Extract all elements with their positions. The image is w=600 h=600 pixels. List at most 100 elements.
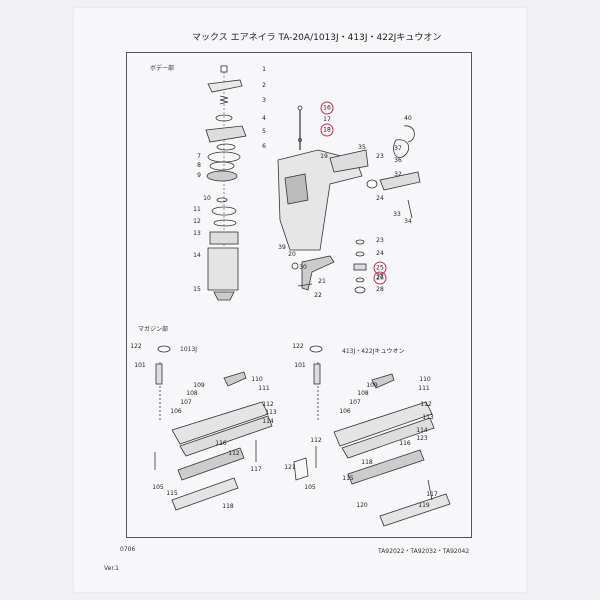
part-number-label: 15 <box>193 286 201 293</box>
part-number-label: 11 <box>193 206 201 213</box>
part-number-label: 120 <box>356 502 368 509</box>
right-magazine-label: 413J・422Jキュウオン <box>342 348 405 355</box>
part-number-label: 12 <box>193 218 201 225</box>
part-number-label: 118 <box>361 459 373 466</box>
part-number-label: 107 <box>180 399 192 406</box>
part-number-label: 16 <box>320 101 334 115</box>
part-number-label: 101 <box>134 362 146 369</box>
part-number-label: 105 <box>304 484 316 491</box>
page-code: 0706 <box>120 546 136 553</box>
part-number-label: 21 <box>318 278 326 285</box>
part-number-label: 40 <box>404 115 412 122</box>
part-number-label: 109 <box>193 382 205 389</box>
part-number-label: 27 <box>376 274 384 281</box>
left-magazine-label: 1013J <box>180 346 198 353</box>
o-ring-part-2 <box>211 206 237 216</box>
part-number-label: 14 <box>193 252 201 259</box>
part-number-label: 110 <box>419 376 431 383</box>
part-number-label: 105 <box>152 484 164 491</box>
part-number-label: 33 <box>393 211 401 218</box>
part-number-label: 34 <box>404 218 412 225</box>
part-number-label: 112 <box>228 450 240 457</box>
part-number-label: 24 <box>376 250 384 257</box>
part-number-label: 123 <box>416 435 428 442</box>
part-number-label: 108 <box>186 390 198 397</box>
right-magazine-drawing <box>293 345 451 527</box>
part-number-label: 119 <box>418 502 430 509</box>
washer-part <box>215 114 233 122</box>
cylinder-part <box>207 247 239 291</box>
part-number-label: 107 <box>349 399 361 406</box>
part-number-label: 108 <box>357 390 369 397</box>
part-number-label: 17 <box>323 116 331 123</box>
part-number-label: 5 <box>262 128 266 135</box>
screw-part <box>220 65 228 73</box>
part-number-label: 112 <box>420 401 432 408</box>
left-magazine-drawing <box>154 345 273 511</box>
part-number-label: 23 <box>376 153 384 160</box>
part-number-label: 112 <box>310 437 322 444</box>
version-label: Ver.1 <box>104 565 119 572</box>
o-ring-part <box>216 143 236 151</box>
part-number-label: 7 <box>197 153 201 160</box>
part-codes: TA92022・TA92032・TA92042 <box>378 548 470 555</box>
part-number-label: 26 <box>373 271 387 285</box>
part-number-label: 28 <box>376 286 384 293</box>
bumper-part <box>213 291 235 301</box>
part-number-label: 113 <box>422 414 434 421</box>
part-number-label: 116 <box>399 440 411 447</box>
part-number-label: 116 <box>215 440 227 447</box>
spring-part <box>219 95 229 105</box>
document-title: マックス エアネイラ TA-20A/1013J・413J・422Jキュウオン <box>192 33 442 43</box>
part-number-label: 109 <box>366 382 378 389</box>
diagram-frame <box>126 52 472 538</box>
fitting-part <box>366 179 378 189</box>
part-number-label: 4 <box>262 115 266 122</box>
part-number-label: 114 <box>416 427 428 434</box>
part-number-label: 2 <box>262 82 266 89</box>
part-number-label: 6 <box>262 143 266 150</box>
part-number-label: 39 <box>278 244 286 251</box>
head-part <box>205 125 247 143</box>
hook-part <box>393 139 410 158</box>
valve-part <box>209 161 235 171</box>
magazine-section-label: マガジン部 <box>138 326 169 333</box>
trigger-part <box>301 255 335 291</box>
part-number-label: 19 <box>320 153 328 160</box>
o-ring-part-3 <box>213 219 237 227</box>
part-number-label: 110 <box>251 376 263 383</box>
part-number-label: 23 <box>376 237 384 244</box>
part-number-label: 101 <box>294 362 306 369</box>
part-number-label: 3 <box>262 97 266 104</box>
part-number-label: 36 <box>394 157 402 164</box>
part-number-label: 115 <box>166 490 178 497</box>
cap-part <box>207 79 243 93</box>
clip-part <box>403 125 415 143</box>
part-number-label: 112 <box>262 401 274 408</box>
part-number-label: 114 <box>262 418 274 425</box>
part-number-label: 115 <box>342 475 354 482</box>
cylinder-top-part <box>209 231 239 245</box>
part-number-label: 22 <box>314 292 322 299</box>
part-number-label: 121 <box>284 464 296 471</box>
body-section-label: ボデー部 <box>150 65 175 72</box>
part-number-label: 122 <box>292 343 304 350</box>
part-number-label: 9 <box>197 172 201 179</box>
part-number-label: 117 <box>426 491 438 498</box>
part-number-label: 118 <box>222 503 234 510</box>
piston-part <box>206 170 238 182</box>
part-number-label: 30 <box>299 264 307 271</box>
part-number-label: 10 <box>203 195 211 202</box>
part-number-label: 35 <box>358 144 366 151</box>
part-number-label: 8 <box>197 162 201 169</box>
part-number-label: 20 <box>288 251 296 258</box>
handle-part <box>329 149 369 173</box>
part-number-label: 111 <box>418 385 430 392</box>
part-number-label: 117 <box>250 466 262 473</box>
part-number-label: 122 <box>130 343 142 350</box>
valve-stack-part <box>353 263 367 271</box>
small-ring-part <box>216 197 228 203</box>
part-number-label: 13 <box>193 230 201 237</box>
inlet-part <box>379 171 421 191</box>
